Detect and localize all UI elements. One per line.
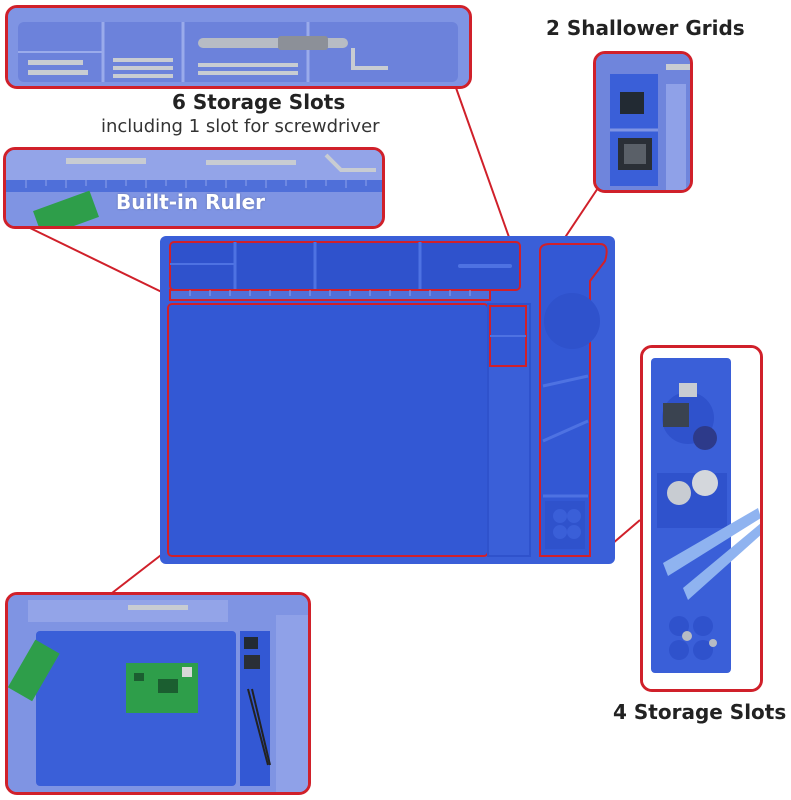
shallow-grids-closeup (596, 54, 690, 190)
mat-illustration (160, 236, 615, 564)
six-slots-callout (5, 5, 472, 89)
six-slots-title: 6 Storage Slots (172, 90, 346, 114)
six-slots-closeup (8, 8, 469, 86)
work-area-callout (5, 592, 311, 795)
shallow-grids-callout (593, 51, 693, 193)
four-slots-closeup (643, 348, 760, 689)
ruler-title: Built-in Ruler (116, 190, 266, 214)
ruler-closeup (6, 150, 382, 226)
shallow-grids-title: 2 Shallower Grids (546, 16, 745, 40)
six-slots-subtitle: including 1 slot for screwdriver (101, 116, 380, 137)
four-slots-callout (640, 345, 763, 692)
ruler-callout: Built-in Ruler (3, 147, 385, 229)
four-slots-title: 4 Storage Slots (613, 700, 787, 724)
work-area-closeup (8, 595, 308, 792)
main-mat (160, 236, 615, 564)
